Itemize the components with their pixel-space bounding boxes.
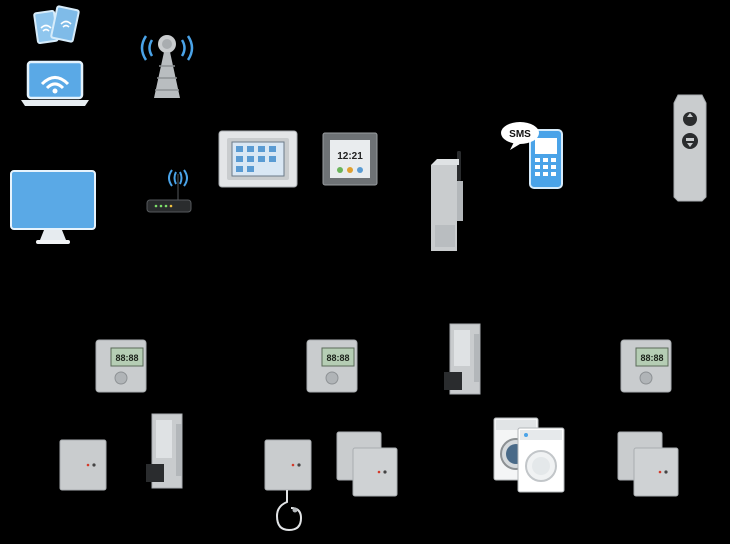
wall-receiver-pair-icon <box>617 431 680 498</box>
desktop-monitor-icon <box>10 170 96 246</box>
clock-readout: 12:21 <box>337 151 363 162</box>
laptop-wifi-icon <box>20 60 90 108</box>
sms-bubble-label: SMS <box>509 129 531 140</box>
wifi-router-icon <box>146 166 192 216</box>
sms-phone-icon: SMS <box>500 120 566 190</box>
thermostat-digits: 88:88 <box>115 353 138 363</box>
thermostat-digits: 88:88 <box>326 353 349 363</box>
remote-control-icon <box>672 93 708 203</box>
gsm-gateway-icon <box>427 151 467 253</box>
antenna-tower-icon <box>136 30 198 100</box>
dryer-icon <box>517 427 565 493</box>
tablets-icon <box>33 5 84 46</box>
touch-panel-small-icon: 12:21 <box>322 132 378 186</box>
plug-in-receiver-icon <box>444 320 486 402</box>
room-thermostat-icon: 88:88 <box>306 339 358 393</box>
room-thermostat-icon: 88:88 <box>620 339 672 393</box>
touch-panel-large-icon <box>218 130 298 188</box>
plug-in-receiver-icon <box>146 410 188 492</box>
room-thermostat-icon: 88:88 <box>95 339 147 393</box>
wall-receiver-pair-icon <box>336 431 399 498</box>
thermostat-digits: 88:88 <box>640 353 663 363</box>
wall-receiver-with-sensor-icon <box>264 439 312 536</box>
wall-receiver-icon <box>59 439 107 491</box>
